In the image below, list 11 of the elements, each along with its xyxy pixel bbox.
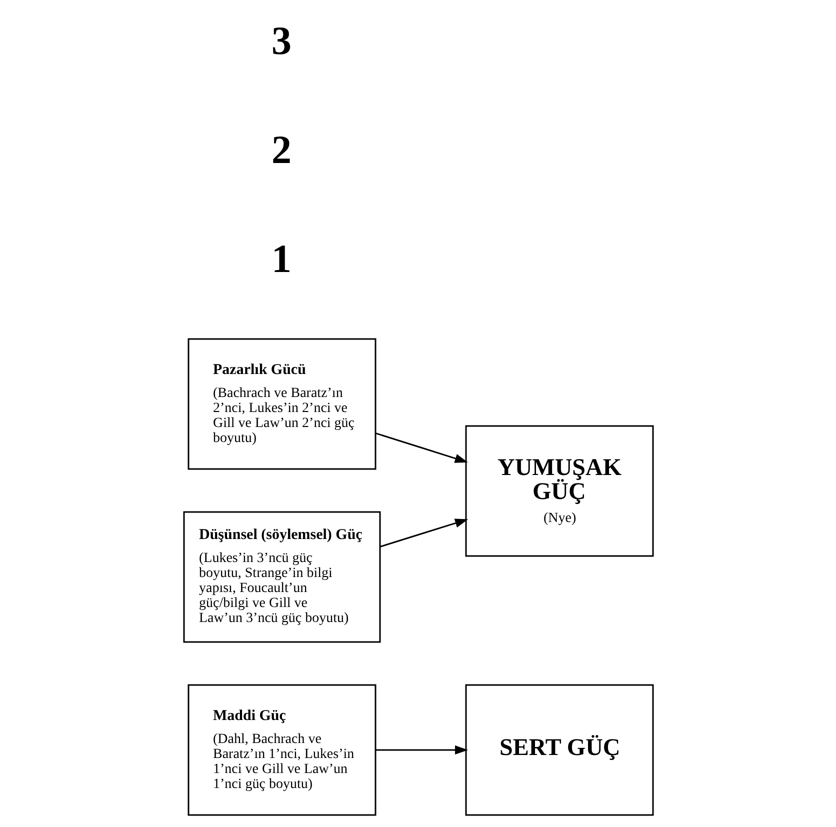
label: 1 xyxy=(271,236,291,281)
node-box: Maddi Güç (Dahl, Bachrach ve Baratz’ın 1’nci, Lukes’in 1’nci ve Gill ve Law’un 1’nci güç boyutu) xyxy=(187,684,376,816)
node-box: SERT GÜÇ xyxy=(464,684,654,816)
node-box: Düşünsel (söylemsel) Güç (Lukes’in 3’ncü güç boyutu, Strange’in bilgi yapısı, Foucault’un güç/bilgi ve Gill ve Law’un 3’ncü güç boyutu) xyxy=(182,511,380,643)
arrow xyxy=(375,745,468,755)
arrow xyxy=(379,518,468,548)
node-box: Pazarlık Gücü (Bachrach ve Baratz’ın 2’nci, Lukes’in 2’nci ve Gill ve Law’un 2’nci güç boyutu) xyxy=(187,338,376,470)
arrow xyxy=(374,432,468,463)
label: 2 xyxy=(271,127,291,172)
node-box: YUMUŞAK GÜÇ (Nye) xyxy=(464,425,654,557)
label: 3 xyxy=(271,18,291,63)
